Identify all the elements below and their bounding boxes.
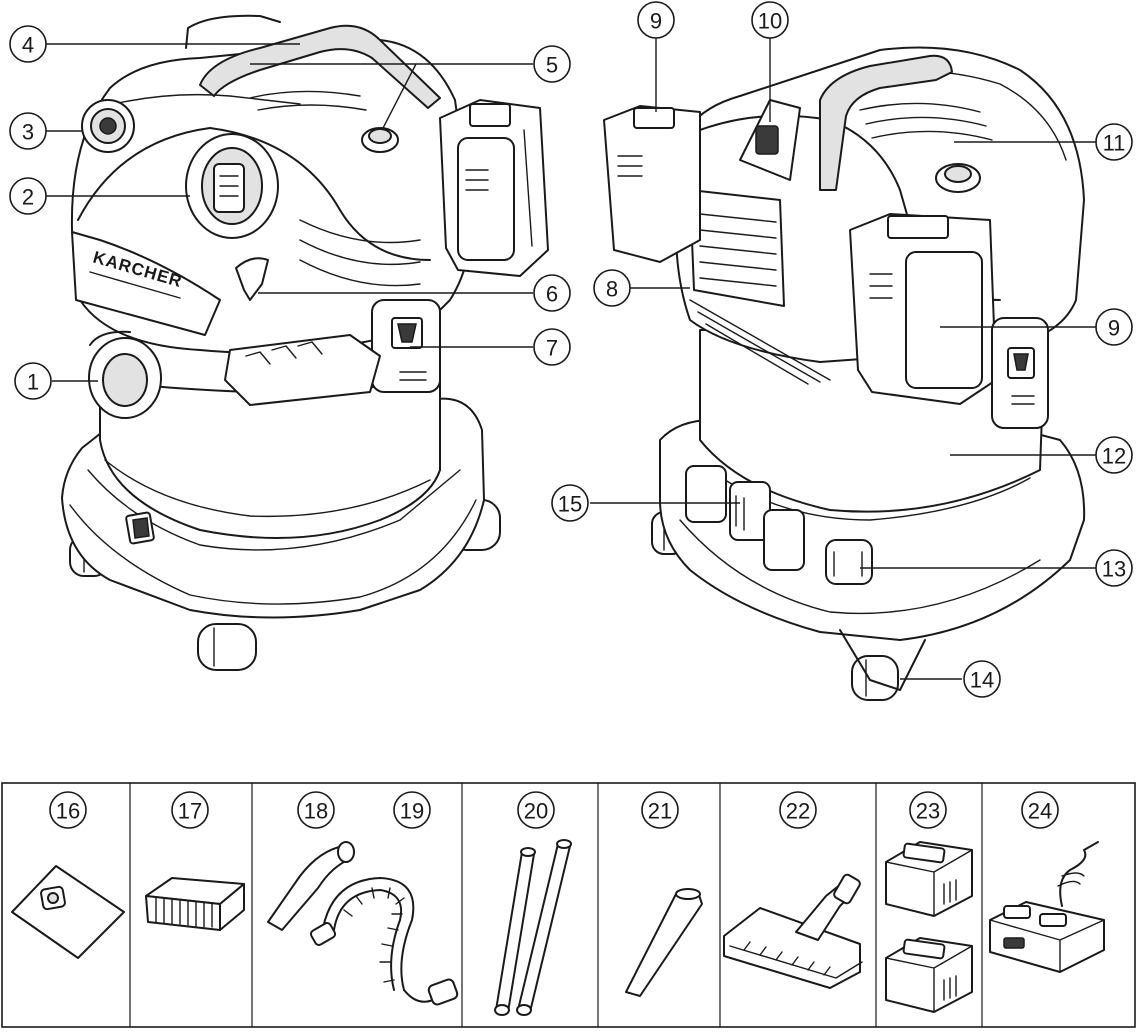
svg-text:4: 4 [22,33,34,58]
rear-latch[interactable] [991,317,1049,429]
blow-port[interactable] [81,99,135,153]
svg-text:9: 9 [650,9,662,34]
accessory-hose-handle: 18 [267,791,355,931]
carry-handle[interactable] [199,24,441,109]
accessory-filter-bag: 16 [11,791,125,959]
accessory-flat-filter: 17 [145,791,245,931]
callout-10: 10 [751,1,789,39]
vacuum-front-view: KARCHER [61,14,549,671]
exhaust-grille [689,189,785,307]
svg-text:24: 24 [1028,799,1052,824]
callout-20: 20 [517,791,555,829]
callout-16: 16 [49,791,87,829]
callout-15: 15 [551,484,589,522]
svg-text:1: 1 [27,370,39,395]
svg-text:3: 3 [22,120,34,145]
svg-text:21: 21 [648,799,672,824]
filter-cleaning-button[interactable] [235,257,269,301]
svg-text:11: 11 [1103,131,1126,156]
rear-handle[interactable] [819,54,953,191]
container-latch[interactable] [371,299,441,393]
callout-8: 8 [593,269,631,307]
battery-pack-left[interactable] [439,99,549,277]
svg-text:8: 8 [606,277,618,302]
callout-11: 11 [1095,123,1133,161]
svg-text:18: 18 [304,799,328,824]
accessory-suction-tubes: 20 [494,791,572,1016]
accessory-suction-hose: 19 [309,791,459,1006]
filter-release[interactable] [739,99,801,181]
callout-12: 12 [1095,436,1133,474]
svg-text:12: 12 [1102,444,1126,469]
callout-9-top: 9 [637,1,675,39]
svg-text:10: 10 [758,9,782,34]
callout-2: 2 [9,177,47,215]
rear-knob[interactable] [935,163,981,193]
rotary-switch[interactable] [361,127,399,153]
accessory-battery-packs: 23 [885,791,973,1013]
callout-22: 22 [779,791,817,829]
callout-14: 14 [963,660,1001,698]
accessory-crevice-nozzle: 21 [625,791,703,997]
svg-text:13: 13 [1102,557,1126,582]
callout-23: 23 [909,791,947,829]
accessory-storage[interactable] [685,465,873,585]
callout-3: 3 [9,112,47,150]
dirt-container [99,374,441,539]
callout-6: 6 [533,274,571,312]
svg-text:6: 6 [546,282,558,307]
callouts-main: 1 2 3 4 5 6 7 8 9 10 11 9 12 13 14 15 [9,1,1133,698]
callout-13: 13 [1095,549,1133,587]
svg-text:22: 22 [786,799,810,824]
svg-text:20: 20 [524,799,548,824]
svg-text:14: 14 [970,668,994,693]
callout-5: 5 [533,45,571,83]
accessory-floor-nozzle: 22 [723,791,863,989]
callout-9-side: 9 [1095,308,1133,346]
svg-text:23: 23 [916,799,940,824]
vacuum-rear-view [603,46,1086,701]
battery-pack-rear-right[interactable] [849,213,997,405]
callout-17: 17 [171,791,209,829]
svg-text:7: 7 [546,336,558,361]
accessory-panel: 16 17 18 19 20 [1,782,1136,1028]
callout-7: 7 [533,328,571,366]
svg-text:16: 16 [56,799,80,824]
callout-24: 24 [1021,791,1059,829]
svg-text:5: 5 [546,53,558,78]
svg-text:9: 9 [1108,316,1120,341]
svg-text:2: 2 [22,185,34,210]
callout-19: 19 [393,791,431,829]
callout-18: 18 [297,791,335,829]
logo-tag-base [125,511,155,545]
suction-inlet[interactable] [88,330,162,419]
suction-socket[interactable] [185,133,279,239]
svg-text:19: 19 [400,799,424,824]
accessory-charger: 24 [989,791,1105,973]
svg-text:15: 15 [558,492,582,517]
front-panel [71,231,221,336]
svg-text:17: 17 [178,799,202,824]
callout-1: 1 [14,362,52,400]
callout-4: 4 [9,25,47,63]
battery-pack-rear-left[interactable] [603,105,701,263]
callout-21: 21 [641,791,679,829]
